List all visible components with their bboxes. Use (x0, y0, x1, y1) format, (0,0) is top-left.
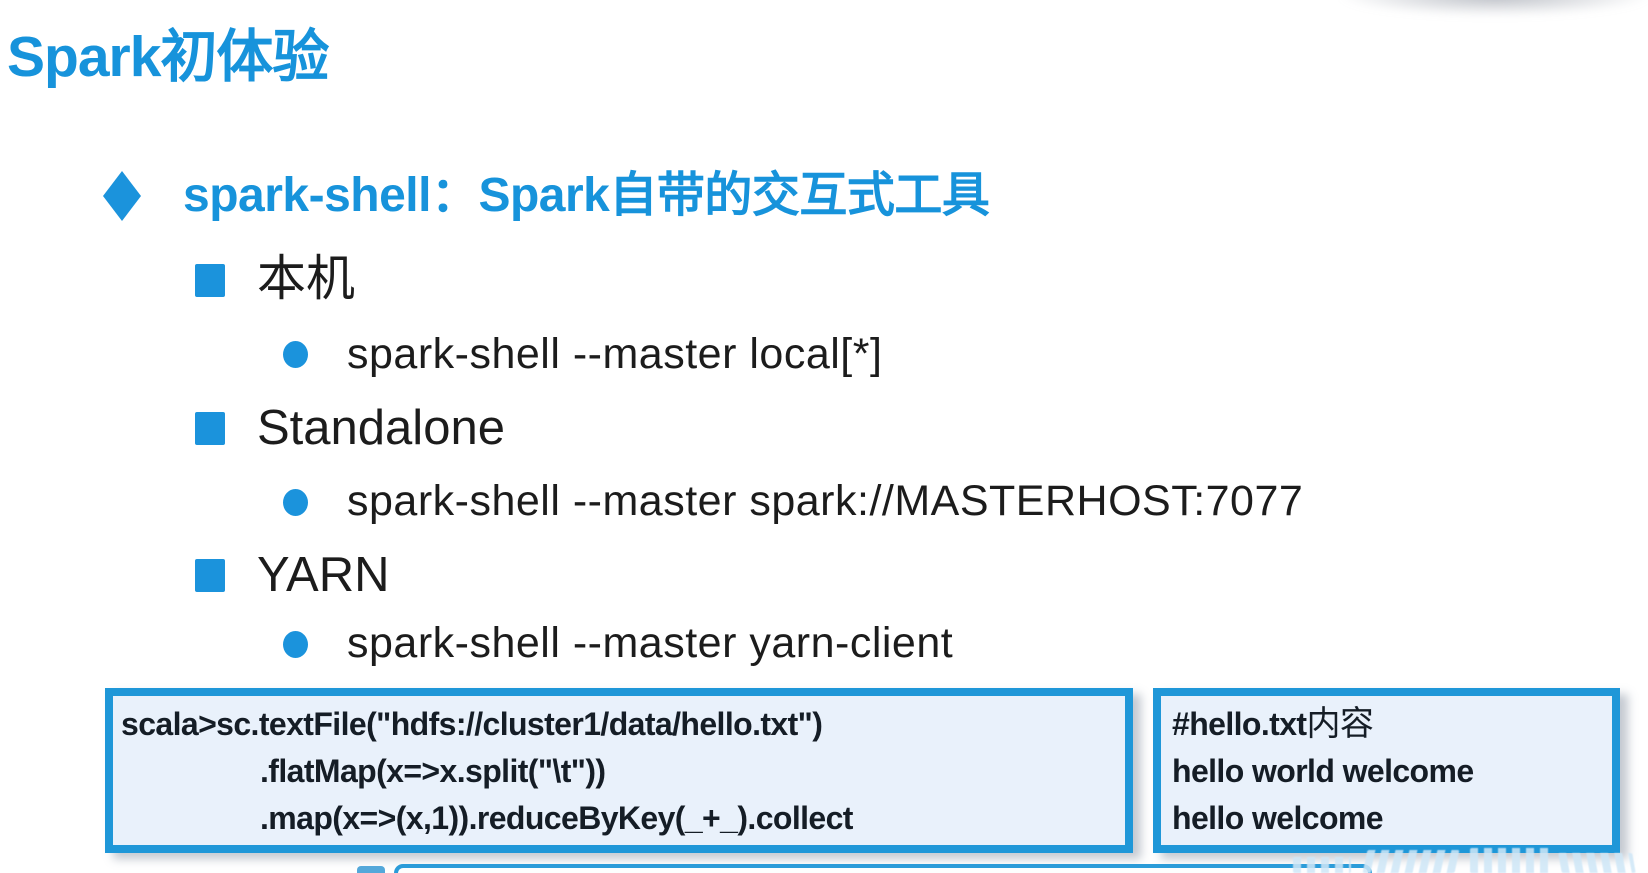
square-bullet-icon (195, 559, 225, 592)
command-yarn: spark-shell --master yarn-client (347, 619, 954, 667)
diamond-bullet-icon (103, 171, 141, 221)
circle-bullet-icon (283, 489, 308, 516)
watermark-fragment (1362, 850, 1460, 873)
top-right-overlay-shadow (1340, 0, 1648, 16)
code-line-1: scala>sc.textFile("hdfs://cluster1/data/… (121, 706, 823, 742)
file-box-title-code: #hello.txt (1172, 706, 1307, 742)
command-local: spark-shell --master local[*] (347, 330, 883, 378)
file-box-title-cn: 内容 (1306, 704, 1374, 744)
outline-item-yarn-label: YARN (257, 548, 390, 602)
code-line-3: .map(x=>(x,1)).reduceByKey(_+_).collect (260, 800, 853, 836)
scala-code-box: scala>sc.textFile("hdfs://cluster1/data/… (105, 688, 1133, 853)
cropped-bottom-box-large (394, 864, 1372, 873)
circle-bullet-icon (283, 631, 308, 658)
file-line-2: hello welcome (1172, 800, 1384, 836)
hello-txt-content-box: #hello.txt内容 hello world welcome hello w… (1153, 688, 1620, 853)
command-standalone: spark-shell --master spark://MASTERHOST:… (347, 477, 1304, 525)
square-bullet-icon (195, 264, 225, 297)
watermark (1255, 840, 1648, 873)
section-heading: spark-shell：Spark自带的交互式工具 (183, 169, 990, 222)
square-bullet-icon (195, 412, 225, 445)
circle-bullet-icon (283, 341, 308, 368)
outline-item-local-label: 本机 (257, 252, 356, 306)
file-line-1: hello world welcome (1172, 753, 1474, 789)
cropped-bottom-box-small (357, 866, 385, 873)
file-box-title: #hello.txt内容 (1161, 701, 1612, 748)
watermark-fragment (1293, 857, 1351, 873)
watermark-fragment (1470, 848, 1550, 873)
watermark-fragment (1558, 853, 1636, 873)
code-line-2: .flatMap(x=>x.split("\t")) (260, 753, 606, 789)
page-title: Spark初体验 (7, 25, 329, 89)
outline-item-standalone-label: Standalone (257, 401, 505, 455)
